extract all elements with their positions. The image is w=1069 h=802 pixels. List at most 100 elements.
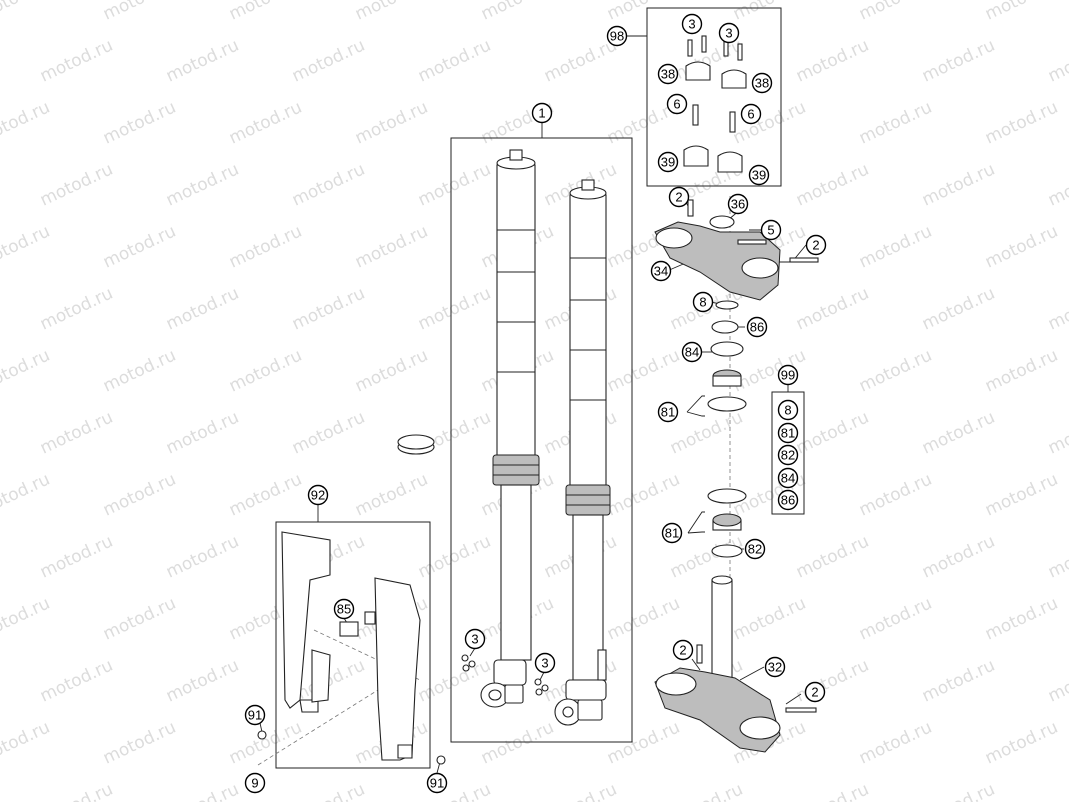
watermark-text: motod.ru: [0, 593, 53, 644]
clamp-kit-parts: [683, 35, 747, 173]
watermark-text: motod.ru: [163, 531, 242, 582]
callout-circle: [606, 25, 628, 47]
callout-c39a: 39: [657, 151, 679, 173]
callout-circle: [727, 193, 749, 215]
callout-c2b: 2: [805, 234, 827, 256]
callout-number: 3: [541, 656, 548, 671]
callout-c39b: 39: [748, 164, 770, 186]
callout-kit-3: 84: [777, 467, 799, 489]
callout-kit-0: 8: [777, 399, 799, 421]
watermark-text: motod.ru: [982, 221, 1061, 272]
watermark-text: motod.ru: [100, 0, 179, 25]
callout-circle: [777, 444, 799, 466]
watermark-text: motod.ru: [667, 407, 746, 458]
watermark-text: motod.ru: [0, 221, 53, 272]
callout-c36: 36: [727, 193, 749, 215]
watermark-text: motod.ru: [478, 0, 557, 25]
callout-number: 86: [750, 320, 764, 335]
watermark-text: motod.ru: [604, 593, 683, 644]
watermark-text: motod.ru: [0, 345, 53, 396]
watermark-text: motod.ru: [226, 345, 305, 396]
watermark-text: motod.ru: [541, 35, 620, 86]
callout-number: 39: [752, 168, 766, 183]
callout-kit-1: 81: [777, 422, 799, 444]
watermark-text: motod.ru: [415, 159, 494, 210]
watermark-text: motod.ru: [352, 221, 431, 272]
watermark-text: motod.ru: [667, 779, 746, 802]
callout-number: 2: [811, 685, 818, 700]
watermark-text: motod.ru: [730, 97, 809, 148]
watermark-text: motod.ru: [100, 97, 179, 148]
watermark-text: motod.ru: [919, 655, 998, 706]
watermark-text: motod.ru: [163, 35, 242, 86]
watermark-text: motod.ru: [541, 779, 620, 802]
callout-circle: [681, 341, 703, 363]
watermark-text: motod.ru: [604, 0, 683, 25]
watermark-text: motod.ru: [352, 97, 431, 148]
watermark-text: motod.ru: [226, 97, 305, 148]
callout-number: 81: [781, 426, 795, 441]
fork-protectors: [257, 531, 446, 765]
watermark-text: motod.ru: [856, 97, 935, 148]
watermark-text: motod.ru: [478, 717, 557, 768]
callout-circle: [777, 422, 799, 444]
callout-number: 34: [654, 264, 668, 279]
watermark-text: motod.ru: [730, 593, 809, 644]
watermark-text: motod.ru: [415, 283, 494, 334]
callout-number: 82: [748, 542, 762, 557]
callout-c84: 84: [681, 341, 703, 363]
callout-circle: [748, 164, 770, 186]
watermark-text: motod.ru: [730, 0, 809, 25]
watermark-text: motod.ru: [415, 531, 494, 582]
callout-circle: [777, 467, 799, 489]
callout-number: 32: [768, 660, 782, 675]
callout-number: 84: [781, 471, 795, 486]
watermark-text: motod.ru: [919, 159, 998, 210]
watermark-text: motod.ru: [0, 717, 53, 768]
callout-number: 81: [661, 405, 675, 420]
callout-number: 99: [781, 368, 795, 383]
callout-circle: [777, 364, 799, 386]
callout-circle: [805, 234, 827, 256]
callout-circle: [531, 102, 553, 124]
watermark-text: motod.ru: [604, 717, 683, 768]
watermark-text: motod.ru: [604, 345, 683, 396]
clamp-ring: [397, 434, 435, 455]
watermark-text: motod.ru: [226, 717, 305, 768]
callout-number: 38: [661, 67, 675, 82]
watermark-text: motod.ru: [226, 0, 305, 25]
watermark-text: motod.ru: [919, 531, 998, 582]
watermark-text: motod.ru: [919, 407, 998, 458]
callout-c3b: 3: [718, 22, 740, 44]
watermark-text: motod.ru: [37, 407, 116, 458]
callout-c99: 99: [777, 364, 799, 386]
watermark-text: motod.ru: [37, 531, 116, 582]
callout-c6b: 6: [740, 103, 762, 125]
callout-c91b: 91: [426, 772, 448, 794]
watermark-text: motod.ru: [793, 779, 872, 802]
callout-number: 2: [675, 190, 682, 205]
watermark-text: motod.ru: [226, 469, 305, 520]
watermark-text: motod.ru: [100, 345, 179, 396]
upper-triple-clamp: [654, 199, 819, 301]
steering-bearings: [707, 300, 747, 558]
callout-c82: 82: [744, 538, 766, 560]
watermark-text: motod.ru: [793, 35, 872, 86]
callout-circle: [661, 522, 683, 544]
clamp-kit-frame: [646, 7, 782, 187]
watermark-text: motod.ru: [163, 407, 242, 458]
callout-number: 36: [731, 197, 745, 212]
watermark-text: motod.ru: [163, 655, 242, 706]
callout-c5: 5: [760, 219, 782, 241]
callout-c85: 85: [333, 598, 355, 620]
fork-leg-left: [480, 149, 540, 708]
callout-circle: [746, 316, 768, 338]
callout-number: 3: [688, 17, 695, 32]
watermark-text: motod.ru: [100, 221, 179, 272]
callout-circle: [740, 103, 762, 125]
callout-c3a: 3: [681, 13, 703, 35]
callout-c81a: 81: [657, 401, 679, 423]
callout-circle: [760, 219, 782, 241]
callout-circle: [657, 63, 679, 85]
